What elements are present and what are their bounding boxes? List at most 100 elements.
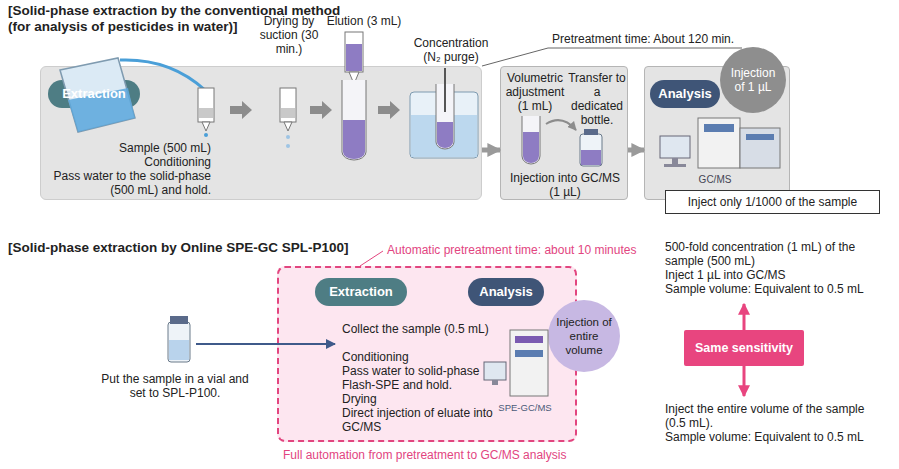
comparison-note: 500-fold concentration (1 mL) of the sam… bbox=[665, 240, 877, 268]
gcms-instrument bbox=[664, 164, 686, 167]
sample-bottle bbox=[584, 129, 598, 135]
leader-line bbox=[360, 251, 383, 266]
cartridge bbox=[284, 122, 292, 131]
node-text: Analysis bbox=[479, 285, 532, 299]
test-tube bbox=[522, 116, 540, 164]
beaker-pouring bbox=[68, 88, 135, 132]
beaker-pouring bbox=[120, 60, 205, 90]
node-text: Inject only 1/1000 of the sample bbox=[688, 195, 857, 209]
step-arrow bbox=[230, 101, 252, 119]
comparison-note: Sample volume: Equivalent to 0.5 mL bbox=[665, 430, 877, 444]
cartridge bbox=[280, 88, 296, 122]
spe-gcms-instrument bbox=[515, 350, 543, 357]
node-text: Drying bbox=[342, 392, 512, 406]
node-text: Transfer to a dedicated bottle. bbox=[567, 71, 627, 127]
node-text: Injection into GC/MS (1 µL) bbox=[505, 171, 625, 199]
node-text: Extraction bbox=[329, 285, 393, 299]
step-arrow bbox=[310, 101, 332, 119]
cartridge bbox=[286, 135, 290, 139]
step-arrow bbox=[378, 101, 400, 119]
sample-bottle bbox=[581, 150, 601, 165]
node-text: Volumetric adjustment (1 mL) bbox=[503, 71, 567, 113]
concentration-bath bbox=[444, 68, 446, 112]
leader-line bbox=[360, 251, 383, 266]
gcms-instrument bbox=[660, 118, 780, 168]
time-note: Pretreatment time: About 120 min. bbox=[552, 32, 772, 46]
test-tube bbox=[522, 116, 540, 164]
leader-line bbox=[548, 48, 742, 49]
process-panel: Volumetric adjustment (1 mL)Transfer to … bbox=[500, 66, 628, 200]
flow-arrow bbox=[196, 344, 335, 345]
concentration-bath bbox=[437, 122, 453, 148]
stage-oval: Analysis bbox=[650, 80, 720, 108]
step-arrow bbox=[378, 101, 400, 119]
gcms-instrument bbox=[660, 136, 690, 158]
result-box: Same sensitivity bbox=[684, 330, 804, 366]
gcms-instrument bbox=[746, 134, 774, 140]
sample-bottle bbox=[580, 134, 602, 166]
sample-vial bbox=[168, 316, 190, 362]
cartridge bbox=[281, 108, 295, 118]
cartridge bbox=[198, 88, 214, 122]
node-text: Conditioning bbox=[342, 350, 512, 364]
node-text: Injection of entire volume bbox=[553, 315, 615, 357]
comparison-note: Inject the entire volume of the sample (… bbox=[665, 402, 877, 430]
leader-line bbox=[482, 48, 548, 66]
flow-connector bbox=[628, 148, 644, 153]
node-text: Pass water to the solid-phase (500 mL) a… bbox=[41, 169, 211, 197]
transfer-arrow bbox=[546, 120, 576, 130]
sample-vial bbox=[169, 340, 189, 360]
gcms-instrument bbox=[704, 124, 734, 132]
step-arrow bbox=[230, 101, 252, 119]
node-text: GC/MS bbox=[675, 173, 755, 187]
spe-gcms-instrument bbox=[510, 330, 548, 396]
step-arrow bbox=[310, 101, 332, 119]
spe-gcms-instrument bbox=[484, 362, 506, 380]
concentration-bath bbox=[410, 68, 478, 158]
time-note: Automatic pretreatment time: about 10 mi… bbox=[387, 243, 657, 257]
cartridge bbox=[199, 108, 213, 118]
spe-gcms-instrument bbox=[515, 336, 543, 343]
flow-connector bbox=[482, 148, 500, 153]
node-text: Analysis bbox=[658, 87, 711, 101]
gcms-instrument bbox=[698, 118, 740, 168]
beaker-pouring bbox=[60, 58, 205, 132]
elution-column bbox=[342, 80, 366, 160]
stage-oval: Extraction bbox=[315, 278, 407, 306]
node-text: Direct injection of eluate into GC/MS bbox=[342, 406, 512, 434]
callout-bubble: Injection of entire volume bbox=[548, 300, 620, 372]
comparison-note: Inject 1 µL into GC/MS bbox=[665, 268, 877, 282]
spe-gcms-instrument bbox=[492, 380, 498, 385]
test-tube bbox=[523, 132, 539, 163]
node-text: Same sensitivity bbox=[695, 341, 793, 355]
comparison-note: Sample volume: Equivalent to 0.5 mL bbox=[665, 282, 877, 296]
cartridge bbox=[280, 88, 296, 148]
elution-column bbox=[343, 120, 365, 159]
flow-arrow bbox=[196, 343, 335, 345]
stage-oval: Analysis bbox=[468, 278, 544, 306]
sample-vial bbox=[168, 322, 190, 362]
note-box: Inject only 1/1000 of the sample bbox=[665, 190, 880, 214]
step-label: Elution (3 mL) bbox=[322, 14, 406, 28]
section-heading: [Solid-phase extraction by Online SPE-GC… bbox=[8, 240, 378, 256]
node-text: Pass water to solid-phase Flash-SPE and … bbox=[342, 364, 512, 392]
node-text: Conditioning bbox=[61, 155, 211, 169]
elution-column bbox=[342, 32, 366, 160]
gcms-instrument bbox=[740, 128, 780, 168]
node-text: Collect the sample (0.5 mL) bbox=[342, 322, 512, 336]
spe-gcms-instrument bbox=[484, 330, 548, 396]
node-text: SPE-GC/MS bbox=[490, 401, 560, 415]
gcms-instrument bbox=[672, 158, 678, 164]
callout-bubble: Injection of 1 µL bbox=[720, 47, 786, 113]
node-text: Sample (500 mL) bbox=[61, 141, 211, 155]
elution-column bbox=[345, 32, 363, 72]
automation-note: Full automation from pretreatment to GC/… bbox=[283, 448, 613, 462]
sample-bottle bbox=[580, 129, 602, 166]
step-label: Put the sample in a vial and set to SPL-… bbox=[96, 372, 254, 400]
step-label: Drying by suction (30 min.) bbox=[256, 14, 322, 56]
cartridge bbox=[286, 144, 290, 148]
step-label: Concentration (N₂ purge) bbox=[406, 36, 496, 64]
sample-vial bbox=[170, 316, 188, 324]
beaker-pouring bbox=[60, 58, 135, 132]
